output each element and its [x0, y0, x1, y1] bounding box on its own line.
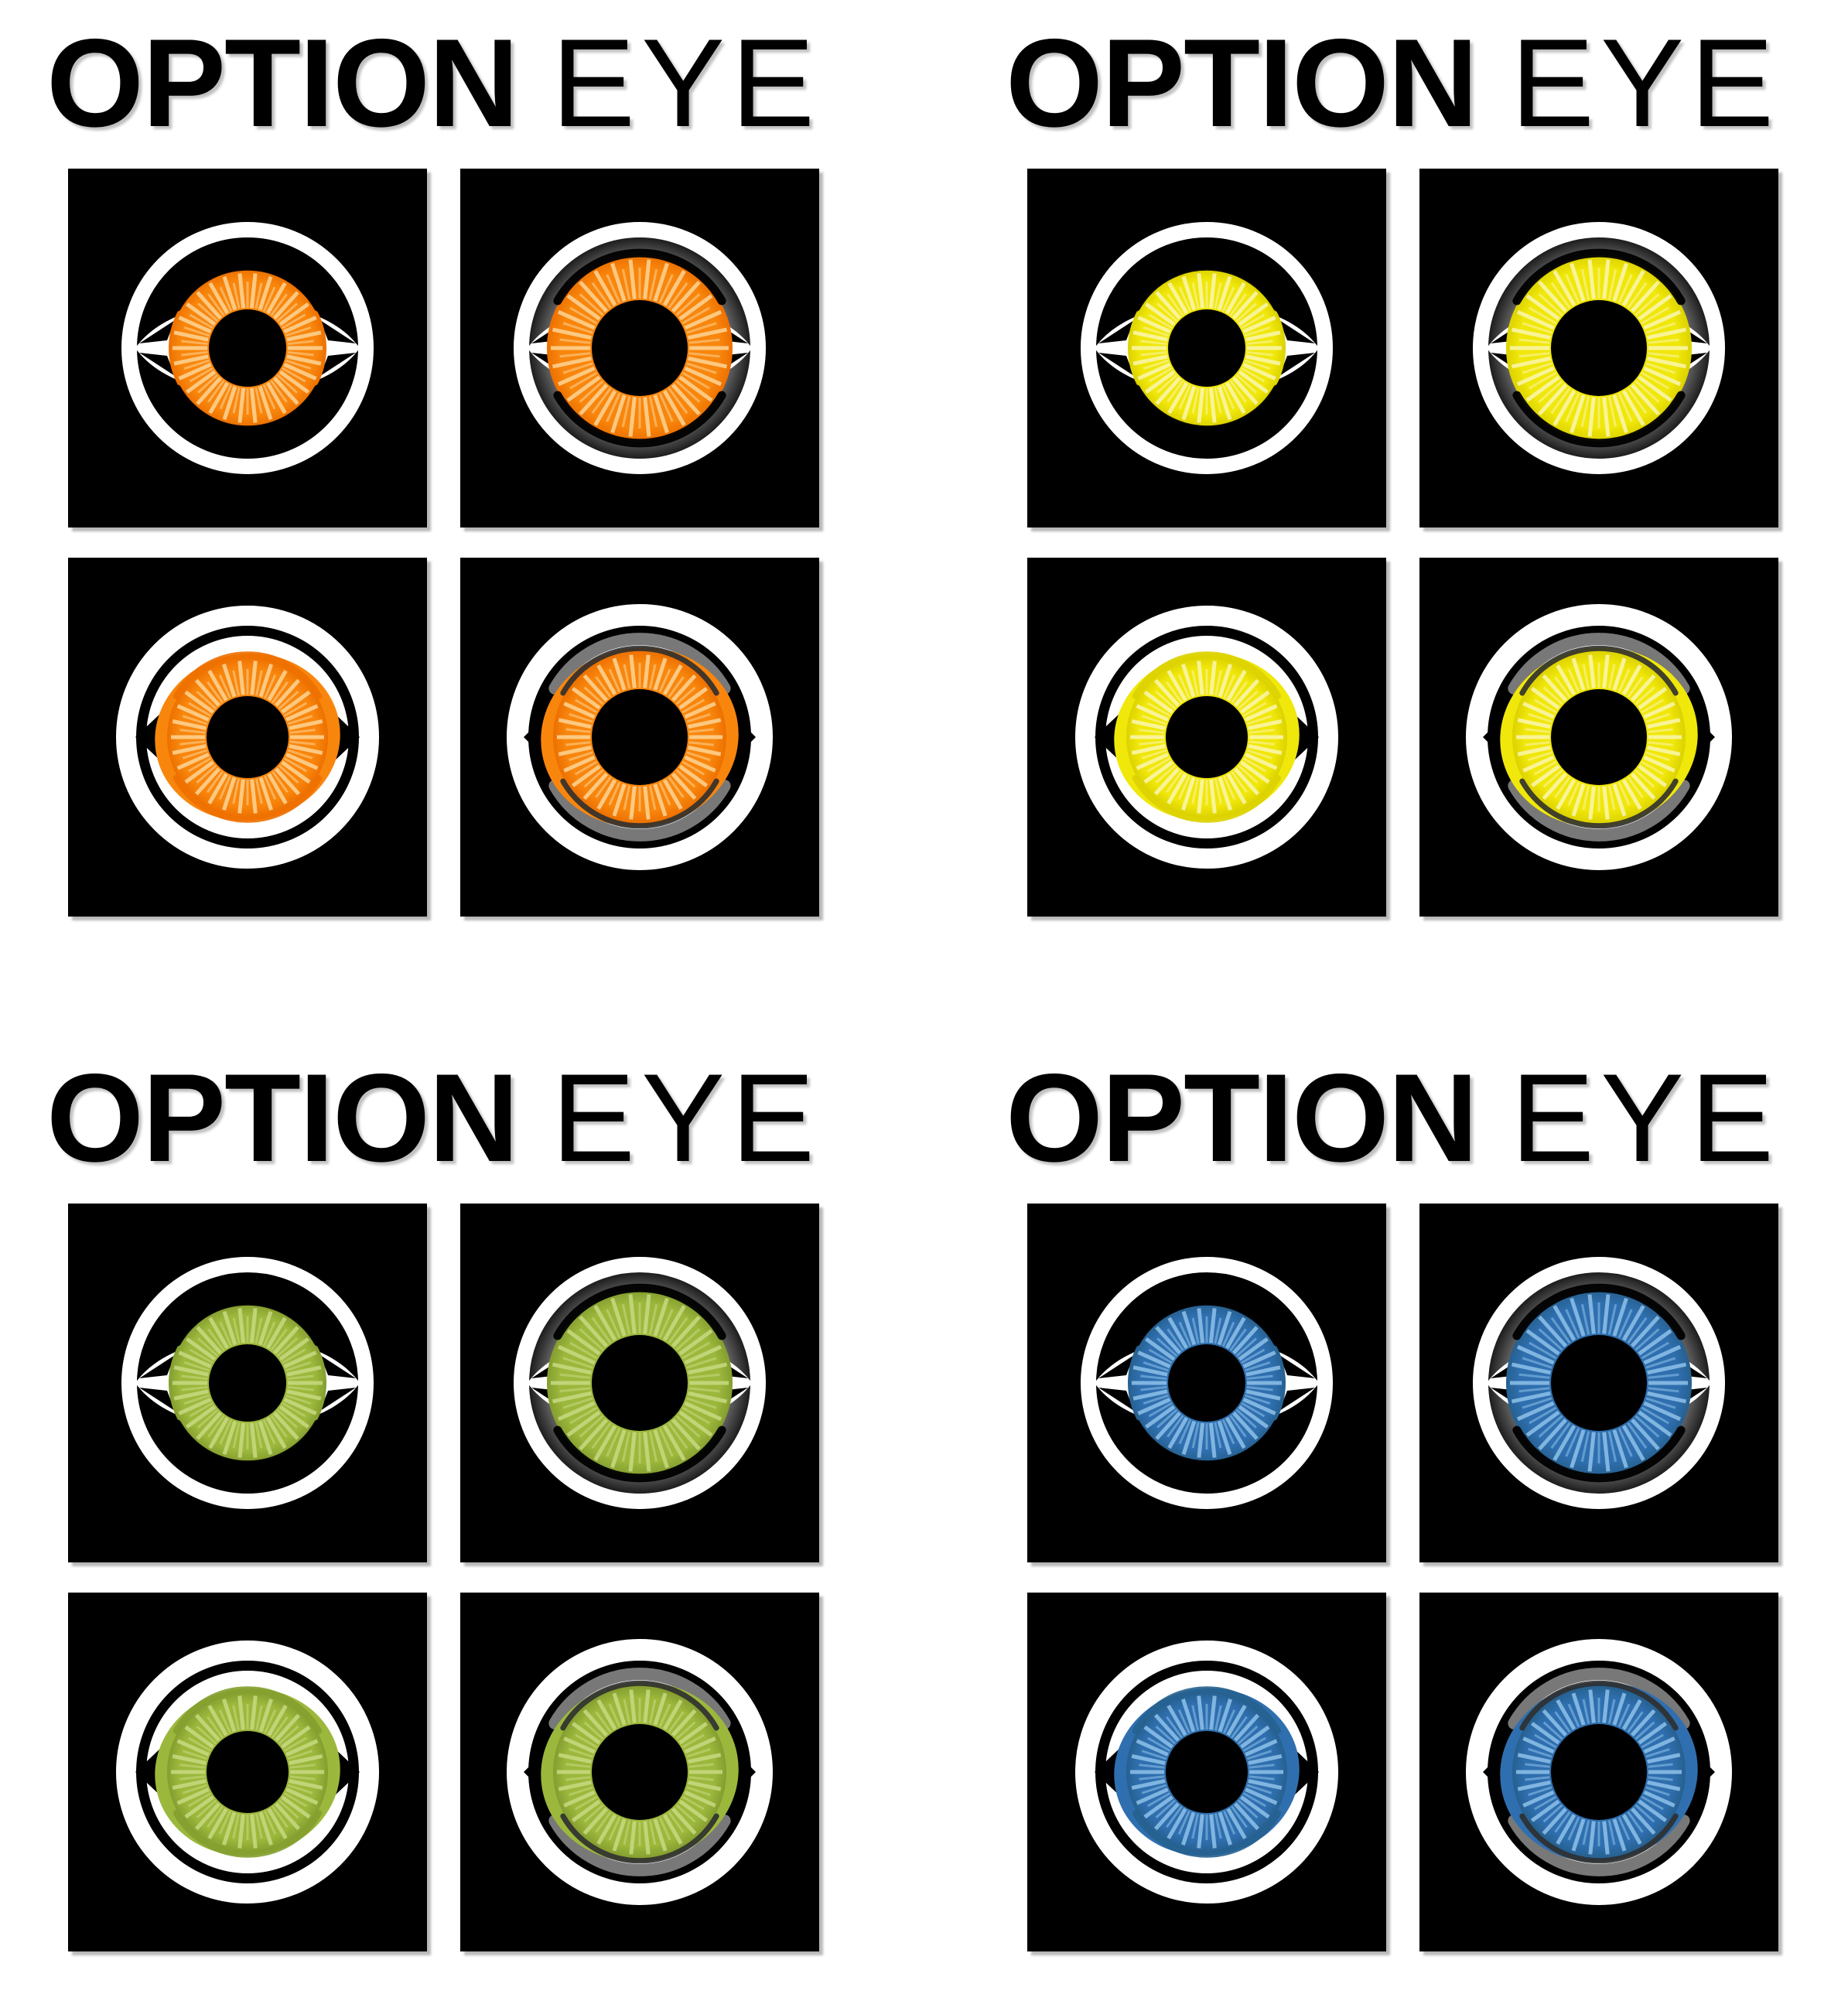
- eye-icon: [1027, 169, 1386, 528]
- eye-icon: [1027, 558, 1386, 917]
- eye-logo-tile-eye-light-double-ring: [1027, 1593, 1386, 1951]
- brand-word-eye: EYE: [552, 13, 822, 153]
- eye-logo-tile-eye-light-gray-lash: [460, 558, 819, 917]
- eye-logo-tile-eye-light-gray-lash: [460, 1593, 819, 1951]
- eye-icon: [68, 1593, 427, 1951]
- brand-word-eye: EYE: [552, 1048, 822, 1188]
- eye-logo-tile-eye-dark-ring: [68, 1204, 427, 1562]
- brand-word-option: OPTION: [46, 1048, 519, 1188]
- brand-word-option: OPTION: [46, 13, 519, 153]
- eye-icon: [1027, 1204, 1386, 1562]
- brand-word-option: OPTION: [1006, 13, 1478, 153]
- logo-variant-grid: [1027, 169, 1826, 917]
- eye-icon: [460, 558, 819, 917]
- eye-logo-tile-eye-dark-ring: [1027, 169, 1386, 528]
- eye-icon: [1419, 169, 1778, 528]
- eye-logo-tile-eye-dark-ring: [68, 169, 427, 528]
- brand-word-option: OPTION: [1006, 1048, 1478, 1188]
- eye-logo-tile-eye-dark-ring: [1027, 1204, 1386, 1562]
- logo-variant-grid: [1027, 1204, 1826, 1951]
- logo-variant-grid: [68, 1204, 866, 1951]
- eye-icon: [68, 558, 427, 917]
- eye-icon: [1419, 558, 1778, 917]
- eye-icon: [1419, 1593, 1778, 1951]
- eye-icon: [1027, 1593, 1386, 1951]
- brand-word-eye: EYE: [1511, 13, 1781, 153]
- brand-word-eye: EYE: [1511, 1048, 1781, 1188]
- eye-icon: [460, 169, 819, 528]
- eye-logo-tile-eye-dark-sphere-gradient: [460, 1204, 819, 1562]
- eye-logo-tile-eye-light-double-ring: [1027, 558, 1386, 917]
- eye-logo-tile-eye-light-double-ring: [68, 558, 427, 917]
- eye-logo-tile-eye-dark-sphere-gradient: [1419, 1204, 1778, 1562]
- logo-variant-grid: [68, 169, 866, 917]
- eye-logo-tile-eye-light-double-ring: [68, 1593, 427, 1951]
- eye-logo-tile-eye-light-gray-lash: [1419, 1593, 1778, 1951]
- eye-icon: [68, 169, 427, 528]
- eye-icon: [460, 1204, 819, 1562]
- eye-icon: [68, 1204, 427, 1562]
- eye-icon: [460, 1593, 819, 1951]
- eye-logo-tile-eye-dark-sphere-gradient: [1419, 169, 1778, 528]
- eye-logo-tile-eye-dark-sphere-gradient: [460, 169, 819, 528]
- eye-icon: [1419, 1204, 1778, 1562]
- eye-logo-tile-eye-light-gray-lash: [1419, 558, 1778, 917]
